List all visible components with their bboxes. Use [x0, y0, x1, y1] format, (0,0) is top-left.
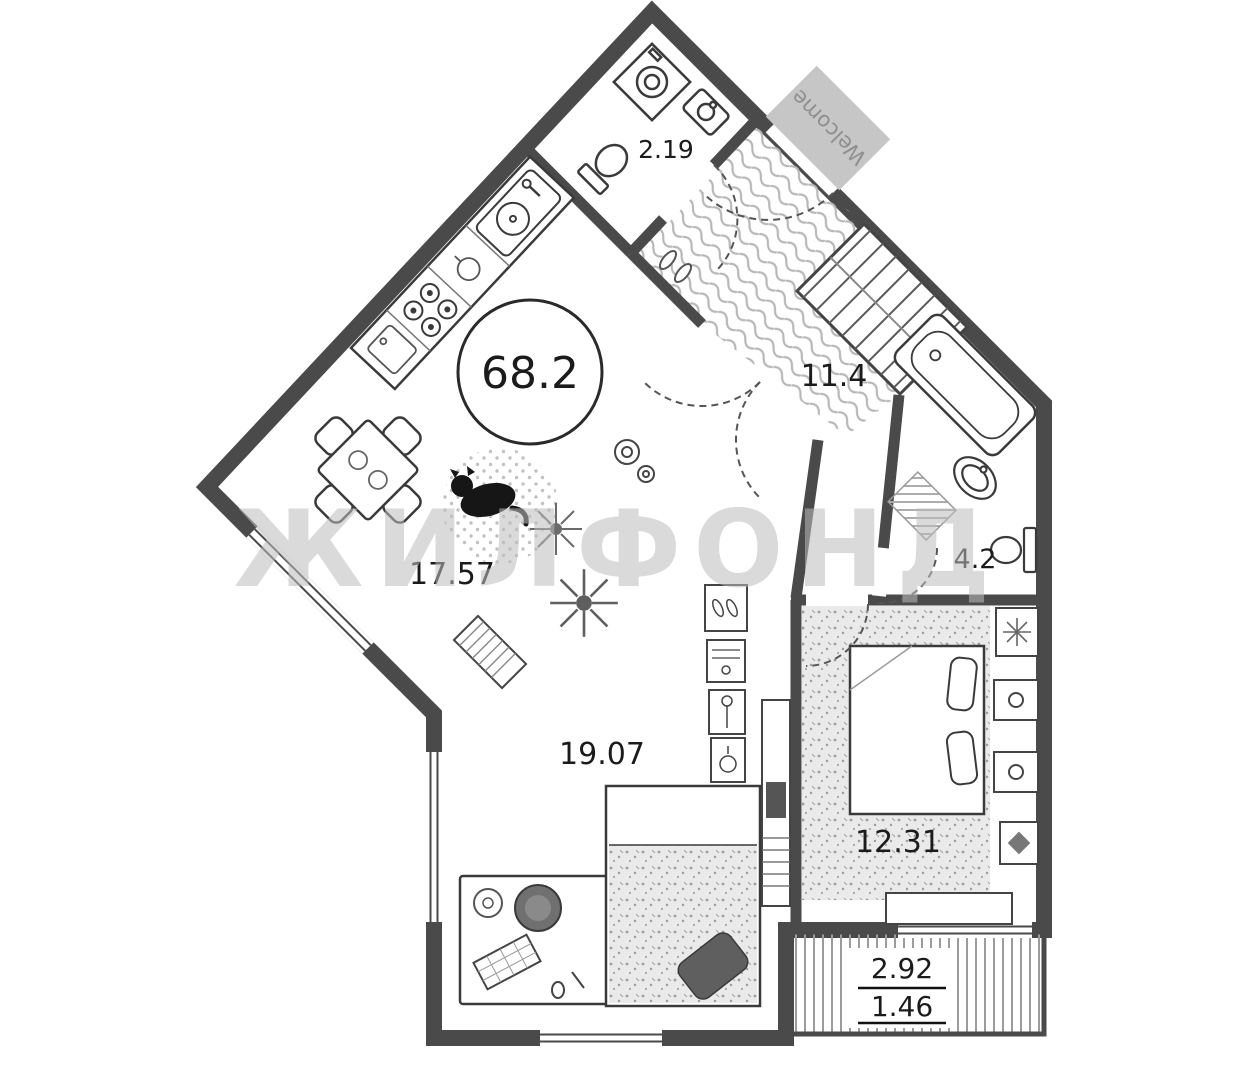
bathroom-door-arc: [878, 547, 939, 605]
desk-plant-icon: [473, 888, 503, 918]
keyboard-icon: [472, 933, 542, 991]
bathroom-area-label: 4.2: [954, 544, 997, 575]
vase-cabinet-icon: [710, 737, 746, 783]
balcony-area-labels: 2.92 1.46: [848, 948, 956, 1028]
sink-small-icon: [682, 88, 730, 136]
nightstand-1: [993, 679, 1039, 721]
desk: [458, 874, 612, 1006]
bedroom-room: [802, 606, 1039, 925]
single-bed: [604, 784, 762, 1008]
dining-set: [314, 416, 422, 524]
pen-icon: [571, 971, 585, 989]
hall-cabinets: [704, 584, 748, 783]
nightstand-2: [993, 751, 1039, 793]
hallway-tiles: [631, 122, 900, 436]
washing-machine-icon: [612, 42, 692, 122]
double-bed: [848, 644, 986, 816]
wc-room: 2.19: [577, 42, 730, 195]
dresser-icon: [706, 639, 746, 683]
hallway-area-label: 11.4: [801, 359, 868, 394]
kitchen-area-label: 17.57: [409, 557, 495, 592]
plant-icon-1: [530, 503, 582, 555]
kitchen-sink-icon: [475, 169, 562, 257]
cutting-board-icon: [367, 324, 417, 375]
bench-icon: [452, 614, 528, 690]
shoes-icon: [658, 249, 693, 284]
wc-area-label: 2.19: [638, 135, 694, 164]
stove-icon: [403, 283, 458, 337]
vases-icon: [614, 439, 655, 483]
bed-pillow: [677, 932, 749, 1000]
bath-mat: [886, 470, 958, 542]
tv-shelf: [761, 699, 791, 907]
coat-stand-icon: [708, 689, 746, 735]
windows: [246, 526, 1032, 1046]
bedroom-door-arc: [805, 603, 869, 667]
plant-icon-2: [550, 569, 618, 637]
bathtub-icon: [893, 313, 1037, 457]
cat-on-rug: [442, 448, 558, 564]
total-area-badge: 68.2: [456, 298, 604, 446]
bathroom-sink-icon: [953, 456, 997, 500]
living-room-area-label: 19.07: [559, 737, 645, 772]
pouf: [999, 821, 1039, 865]
mouse-icon: [551, 981, 565, 999]
bedroom-wardrobe: [995, 607, 1039, 657]
toilet-small-icon: [577, 143, 629, 195]
shoe-cabinet-icon: [704, 584, 748, 632]
balcony-area-upper: 2.92: [871, 952, 933, 985]
total-area-label: 68.2: [481, 348, 579, 399]
french-door-arc-left: [643, 381, 761, 408]
wc-door-arc: [713, 164, 739, 271]
kitchen-counter: [349, 154, 576, 391]
balcony-area-lower: 1.46: [871, 990, 933, 1023]
french-door-arc-right: [734, 381, 761, 499]
watermark: ЖИЛФОНД: [234, 488, 1003, 611]
window-bench: [885, 892, 1013, 925]
door-gaps: [658, 119, 891, 607]
door-arcs: [643, 164, 939, 667]
bedroom-area-label: 12.31: [855, 825, 941, 860]
bathroom-toilet-icon: [989, 526, 1038, 574]
kettle-icon: [454, 255, 481, 282]
bathroom-room: 4.2: [886, 313, 1038, 575]
entrance-door-arc: [702, 192, 834, 221]
